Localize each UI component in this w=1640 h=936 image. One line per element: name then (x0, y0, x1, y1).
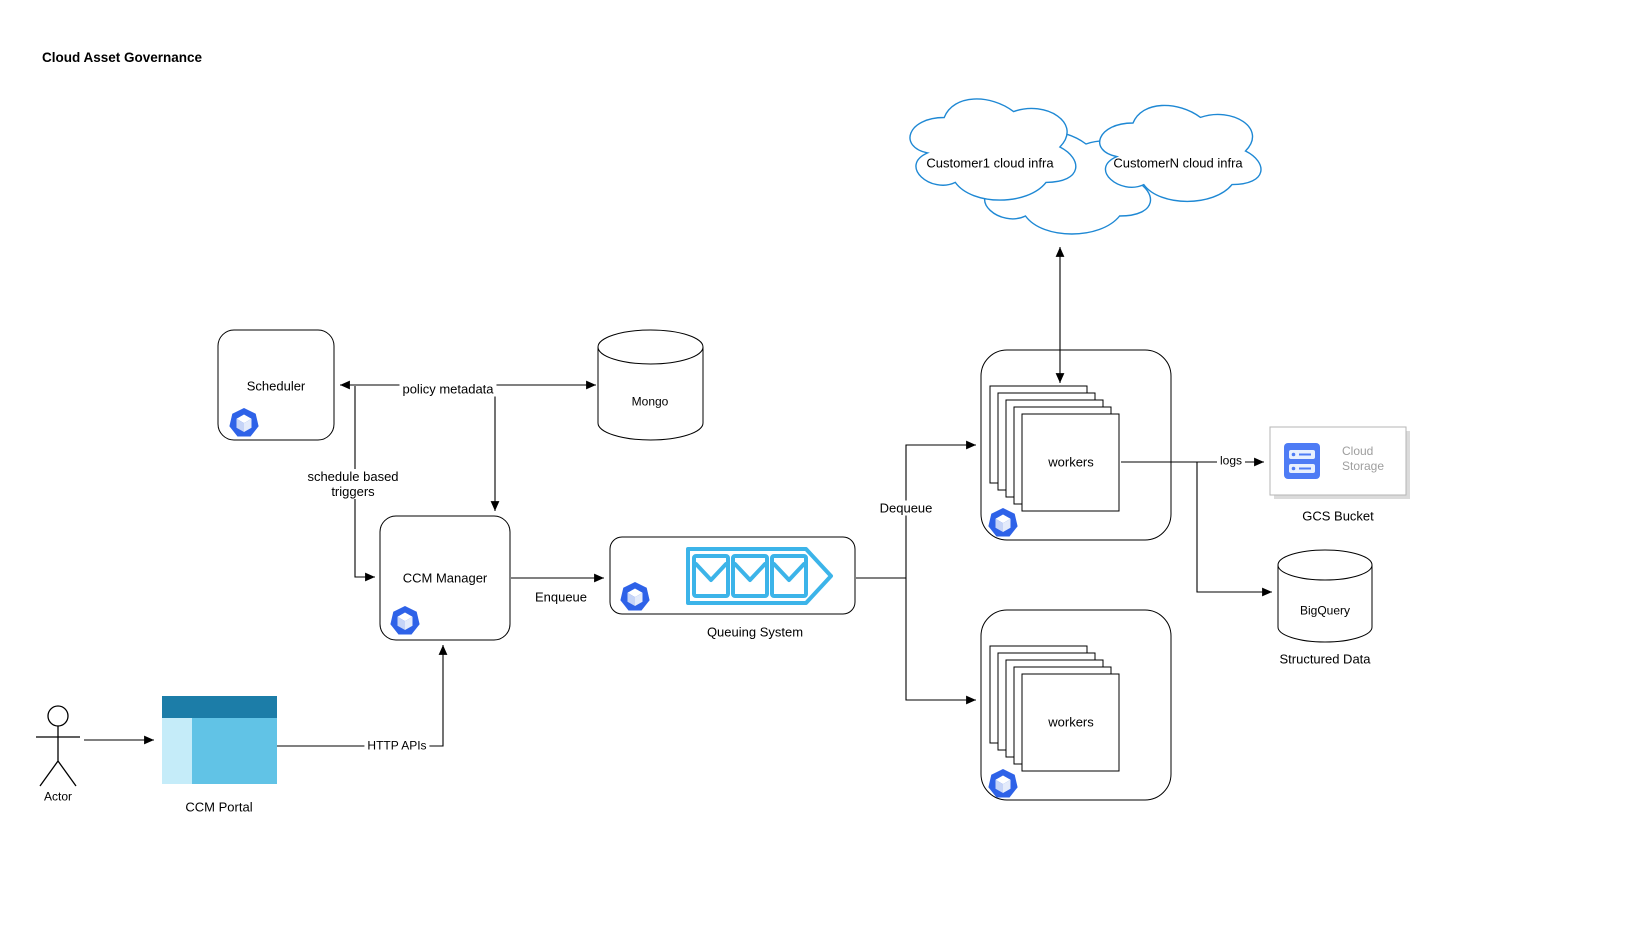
edge-label-policy-metadata: policy metadata (399, 381, 497, 397)
cloud-storage-icon (1284, 443, 1320, 479)
gcs-bucket-label: GCS Bucket (1302, 508, 1374, 524)
cloud-shape-customerN (1099, 104, 1262, 202)
edge-label-schedule-triggers: schedule based triggers (292, 469, 414, 499)
edge-label-http-apis: HTTP APIs (364, 738, 430, 754)
arrow-dequeue-top (905, 440, 976, 578)
web-portal-icon (162, 696, 277, 784)
arrow-to-bigquery (1196, 462, 1272, 597)
arrow-dequeue-bottom (905, 578, 976, 705)
envelope-icon (731, 554, 769, 598)
workers-bottom-stack (989, 645, 1120, 772)
customer1-cloud-label: Customer1 cloud infra (926, 155, 1054, 171)
envelope-icon (770, 554, 808, 598)
cloud-shape-customer1 (909, 98, 1077, 201)
scheduler-label: Scheduler (246, 378, 306, 394)
page-title: Cloud Asset Governance (42, 50, 203, 65)
workers-top-stack (989, 385, 1120, 512)
message-queue-envelopes-icon (686, 547, 833, 605)
workers-bottom-label: workers (1048, 714, 1094, 730)
edge-label-dequeue: Dequeue (876, 500, 936, 516)
bigquery-node (1277, 549, 1373, 643)
ccm-manager-node (379, 515, 511, 641)
actor-label: Actor (43, 789, 73, 804)
arrow-portal-to-manager (277, 645, 448, 747)
service-hexagon-icons (229, 408, 1018, 798)
edge-label-logs: logs (1216, 453, 1246, 469)
cloud-storage-icon-label: Cloud Storage (1342, 444, 1385, 473)
workers-top-label: workers (1048, 454, 1094, 470)
customerN-cloud-label: CustomerN cloud infra (1113, 155, 1243, 171)
mongo-node (597, 329, 704, 441)
structured-data-label: Structured Data (1279, 651, 1371, 667)
mongo-label: Mongo (631, 394, 669, 409)
envelope-icon (692, 554, 730, 598)
customer-clouds-shape (909, 98, 1262, 235)
ccm-portal-label: CCM Portal (185, 799, 253, 815)
ccm-manager-label: CCM Manager (402, 570, 488, 586)
queuing-system-label: Queuing System (706, 624, 804, 640)
stick-figure-icon (36, 705, 80, 787)
bigquery-label: BigQuery (1299, 603, 1351, 618)
edge-label-enqueue: Enqueue (534, 589, 588, 605)
arrow-schedule-triggers (354, 386, 375, 582)
